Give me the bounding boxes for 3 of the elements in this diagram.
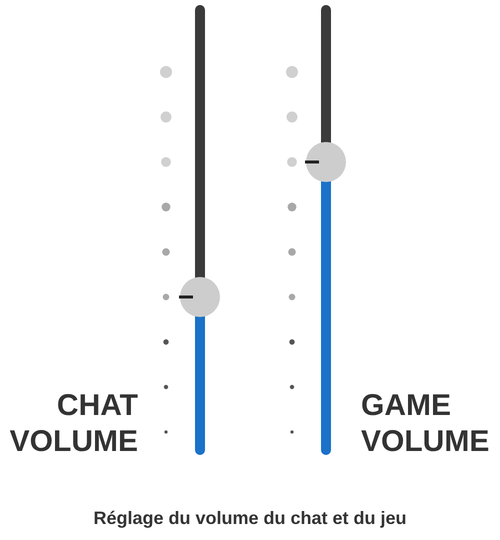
slider-label: CHAT VOLUME (8, 388, 138, 460)
caption: Réglage du volume du chat et du jeu (92, 508, 408, 529)
slider-label: GAME VOLUME (361, 388, 490, 460)
